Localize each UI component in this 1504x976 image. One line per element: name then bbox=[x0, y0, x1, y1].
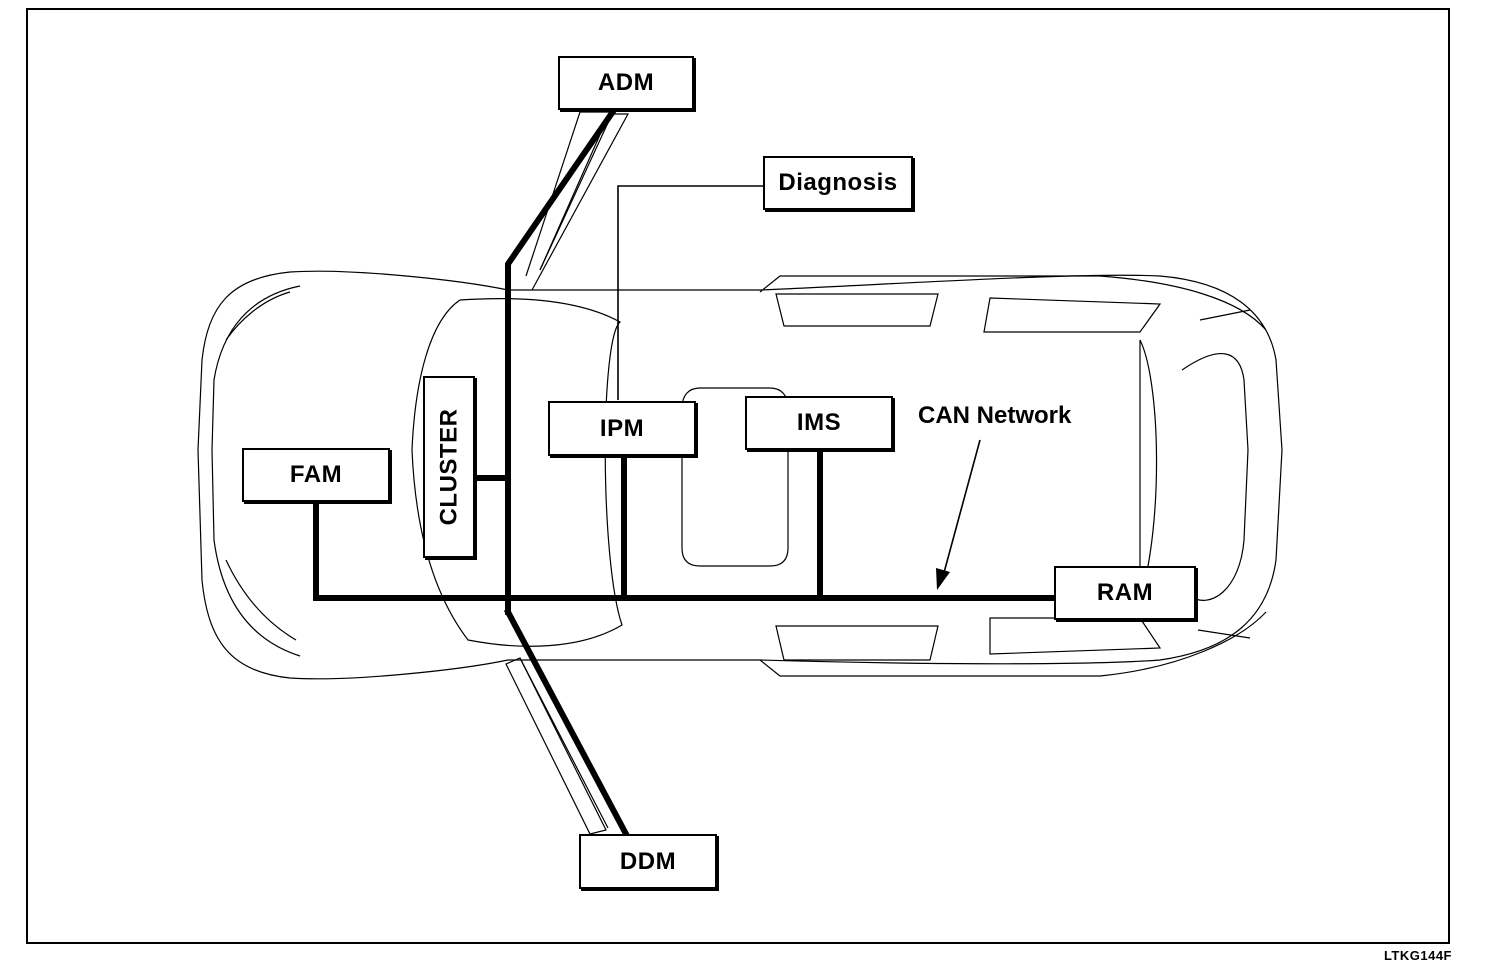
can-network-pointer bbox=[936, 439, 981, 590]
cluster-label: CLUSTER bbox=[435, 408, 462, 526]
fam-label: FAM bbox=[289, 461, 343, 488]
fam-module-box: FAM bbox=[242, 448, 390, 502]
figure-frame bbox=[26, 8, 1450, 944]
can-network-label: CAN Network bbox=[918, 402, 1072, 429]
ipm-label: IPM bbox=[599, 414, 645, 442]
diagnosis-line bbox=[617, 185, 764, 400]
adm-door-line bbox=[505, 105, 619, 615]
figure-code: LTKG144F bbox=[1383, 948, 1452, 963]
ram-label: RAM bbox=[1096, 579, 1154, 606]
ddm-module-box: DDM bbox=[579, 834, 717, 889]
adm-label: ADM bbox=[597, 69, 655, 96]
diagnosis-label: Diagnosis bbox=[778, 169, 898, 196]
adm-module-box: ADM bbox=[558, 56, 694, 110]
ddm-door-line bbox=[503, 607, 631, 839]
ddm-label: DDM bbox=[619, 847, 677, 875]
ram-module-box: RAM bbox=[1054, 566, 1196, 620]
can-bus-wiring bbox=[313, 105, 1059, 839]
ims-label: IMS bbox=[796, 409, 842, 436]
diagnosis-box: Diagnosis bbox=[763, 156, 913, 210]
ipm-module-box: IPM bbox=[548, 401, 696, 456]
ims-module-box: IMS bbox=[745, 396, 893, 450]
cluster-module-box: CLUSTER bbox=[423, 376, 475, 558]
